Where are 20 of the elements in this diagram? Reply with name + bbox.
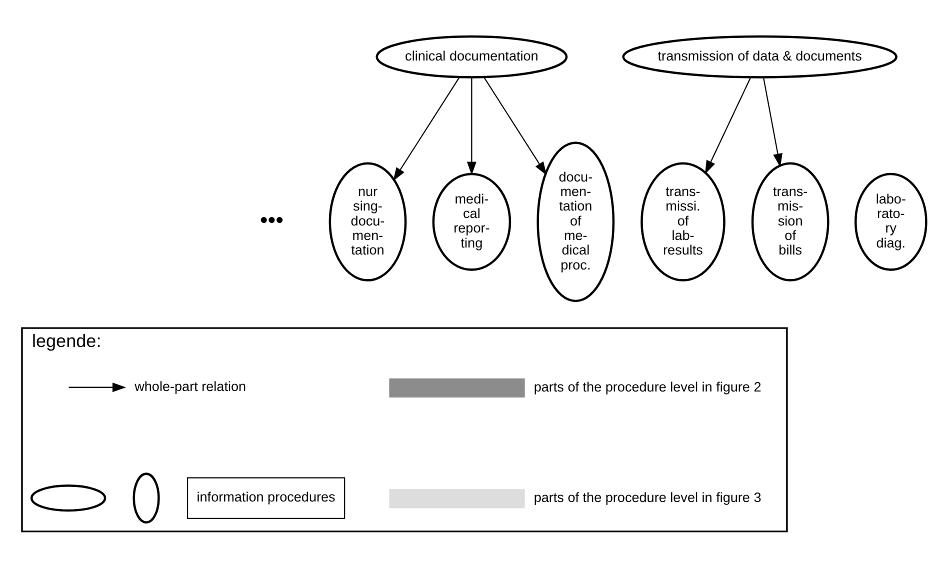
arrow: [705, 76, 752, 174]
node-box: information procedures: [186, 476, 346, 519]
node-ellipse: nur sing- docu- men- tation: [328, 162, 407, 281]
node-ellipse: clinical documentation: [376, 34, 568, 78]
node-ellipse: [132, 472, 160, 524]
arrow: [762, 76, 782, 167]
node-ellipse: labo- rato- ry diag.: [854, 172, 928, 270]
legend-label: parts of the procedure level in figure 2: [534, 378, 762, 394]
arrow: [484, 76, 547, 175]
node-ellipse: trans- missi. of lab- results: [640, 162, 726, 281]
arrow: [466, 76, 476, 175]
node-ellipse: transmission of data & documents: [622, 34, 898, 78]
label: •••: [260, 206, 284, 232]
node-ellipse: docu- men- tation of me- dical proc.: [536, 141, 615, 302]
node-ellipse: medi- cal repor- ting: [432, 172, 512, 270]
arrow: [393, 76, 460, 181]
node-ellipse: trans- mis- sion of bills: [751, 162, 830, 281]
legend-label: whole-part relation: [134, 378, 246, 394]
legend-label: parts of the procedure level in figure 3: [534, 490, 762, 505]
node-ellipse: [30, 484, 106, 512]
